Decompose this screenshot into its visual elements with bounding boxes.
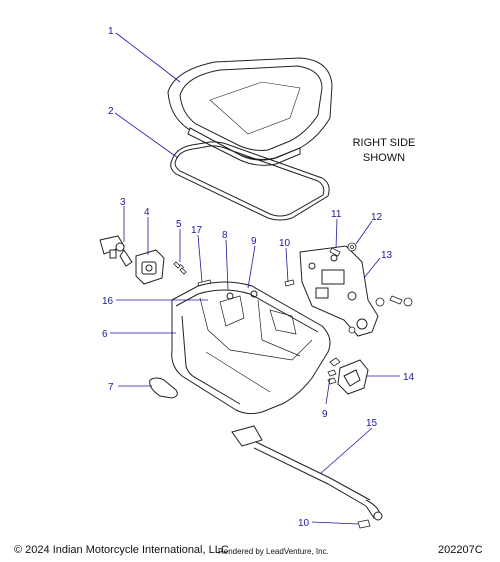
callout-9b: 9 bbox=[322, 409, 328, 420]
diagram-code: 202207C bbox=[438, 544, 483, 556]
view-note-line1: RIGHT SIDE bbox=[352, 137, 416, 149]
leader-lines bbox=[110, 32, 400, 525]
latch-part bbox=[99, 235, 133, 267]
hardware-11-12-part bbox=[329, 242, 413, 334]
support-rod-part bbox=[231, 425, 383, 521]
screw-10b-part bbox=[357, 519, 371, 529]
callout-labels: 1 2 3 4 5 17 8 9 10 11 12 13 16 6 14 9 7… bbox=[102, 26, 415, 529]
callout-15: 15 bbox=[366, 418, 378, 429]
view-note-line2: SHOWN bbox=[362, 152, 406, 164]
rendered-by-text: Rendered by LeadVenture, Inc. bbox=[218, 547, 329, 556]
reflector-part bbox=[149, 377, 178, 399]
callout-1: 1 bbox=[108, 26, 114, 37]
callout-12: 12 bbox=[371, 212, 383, 223]
mounting-plate-part bbox=[299, 245, 379, 337]
view-note: RIGHT SIDE SHOWN bbox=[344, 136, 424, 166]
bracket-14-part bbox=[337, 359, 369, 395]
callout-3: 3 bbox=[120, 197, 126, 208]
screw-10a-part bbox=[284, 279, 295, 287]
callout-10b: 10 bbox=[298, 518, 310, 529]
seal-part bbox=[170, 141, 330, 221]
callout-16: 16 bbox=[102, 296, 114, 307]
saddlebag-part bbox=[171, 281, 331, 415]
callout-11: 11 bbox=[331, 209, 342, 220]
callout-14: 14 bbox=[403, 372, 415, 383]
callout-17: 17 bbox=[191, 225, 203, 236]
callout-2: 2 bbox=[108, 106, 114, 117]
callout-7: 7 bbox=[108, 382, 114, 393]
screw-5-part bbox=[173, 261, 187, 275]
callout-8: 8 bbox=[222, 230, 228, 241]
callout-6: 6 bbox=[102, 329, 108, 340]
callout-10a: 10 bbox=[279, 238, 291, 249]
callout-13: 13 bbox=[381, 250, 393, 261]
lock-housing-part bbox=[135, 249, 165, 285]
callout-4: 4 bbox=[144, 207, 150, 218]
callout-5: 5 bbox=[176, 219, 182, 230]
callout-9a: 9 bbox=[251, 236, 257, 247]
lid-part bbox=[167, 57, 333, 166]
copyright-text: © 2024 Indian Motorcycle International, … bbox=[14, 544, 229, 556]
